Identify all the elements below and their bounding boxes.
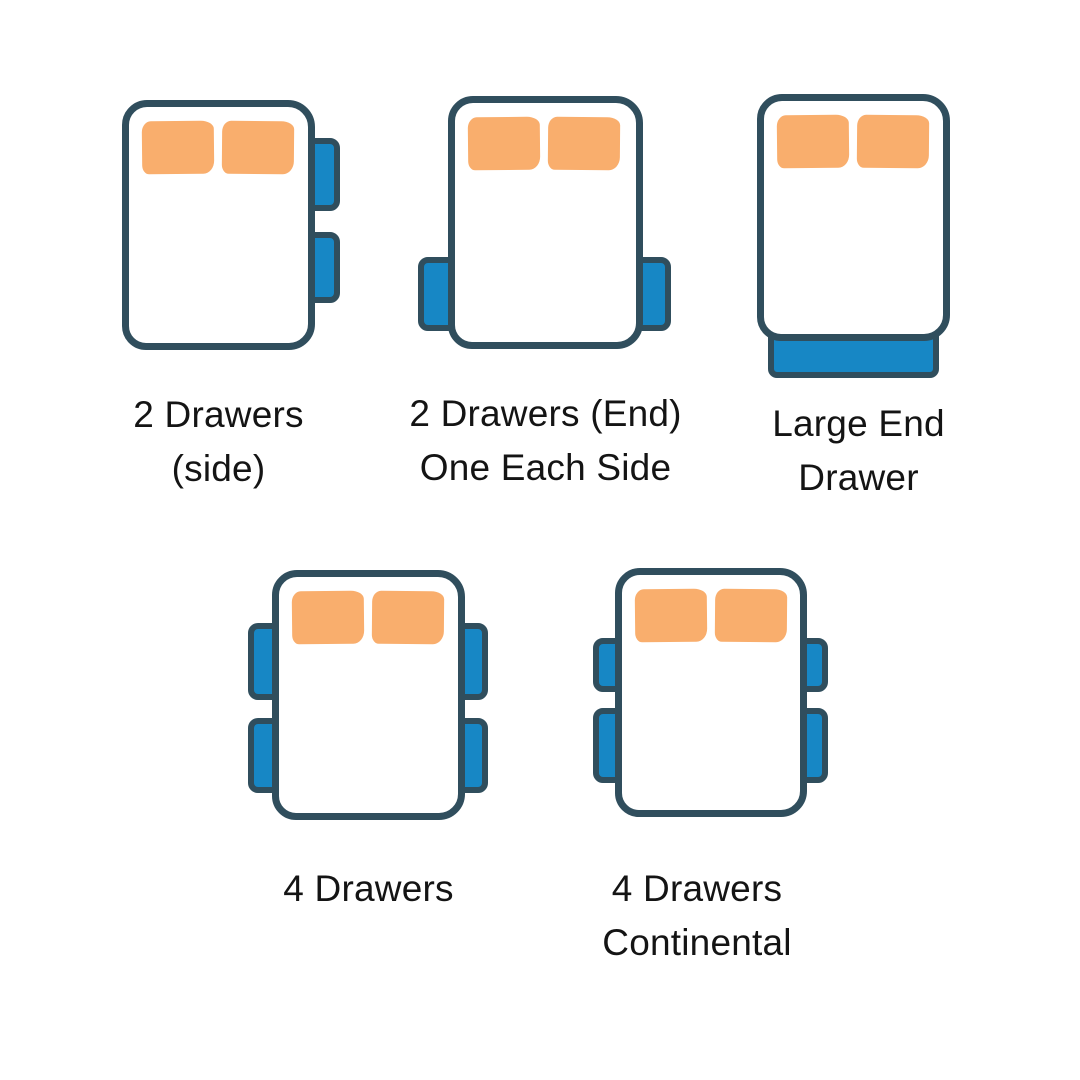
figure-two-drawers-side: 2 Drawers (side) <box>122 100 340 489</box>
figure-four-drawers-continental: 4 Drawers Continental <box>593 568 828 963</box>
pillow-icon <box>141 120 215 175</box>
caption-line: Large End <box>772 403 945 444</box>
pillow-icon <box>856 114 930 169</box>
figure-caption: 4 Drawers Continental <box>602 862 791 970</box>
figure-caption: 4 Drawers <box>283 862 453 916</box>
pillow-icon <box>467 116 541 171</box>
figure-caption: Large End Drawer <box>772 397 945 505</box>
pillow-icon <box>714 588 788 643</box>
figure-large-end-drawer: Large End Drawer <box>757 94 950 498</box>
figure-caption: 2 Drawers (End) One Each Side <box>409 387 681 495</box>
pillow-icon <box>371 590 445 645</box>
figure-four-drawers: 4 Drawers <box>248 570 488 909</box>
caption-line: 2 Drawers (End) <box>409 393 682 434</box>
bed-icon <box>122 100 315 350</box>
caption-line: 4 Drawers <box>611 868 783 909</box>
figure-caption: 2 Drawers (side) <box>133 388 303 496</box>
caption-line: Drawer <box>798 457 919 498</box>
bed-icon <box>615 568 807 817</box>
pillow-icon <box>221 120 295 175</box>
caption-line: 2 Drawers <box>133 394 304 435</box>
figure-two-drawers-end: 2 Drawers (End) One Each Side <box>409 96 681 488</box>
bed-icon <box>757 94 950 341</box>
caption-line: 4 Drawers <box>283 868 454 909</box>
pillow-icon <box>776 114 850 169</box>
bed-icon <box>448 96 643 349</box>
caption-line: (side) <box>171 448 266 489</box>
pillow-icon <box>291 590 365 645</box>
pillow-icon <box>634 588 708 643</box>
pillow-icon <box>547 116 621 171</box>
caption-line: Continental <box>602 922 792 963</box>
bed-icon <box>272 570 465 820</box>
caption-line: One Each Side <box>419 447 672 488</box>
